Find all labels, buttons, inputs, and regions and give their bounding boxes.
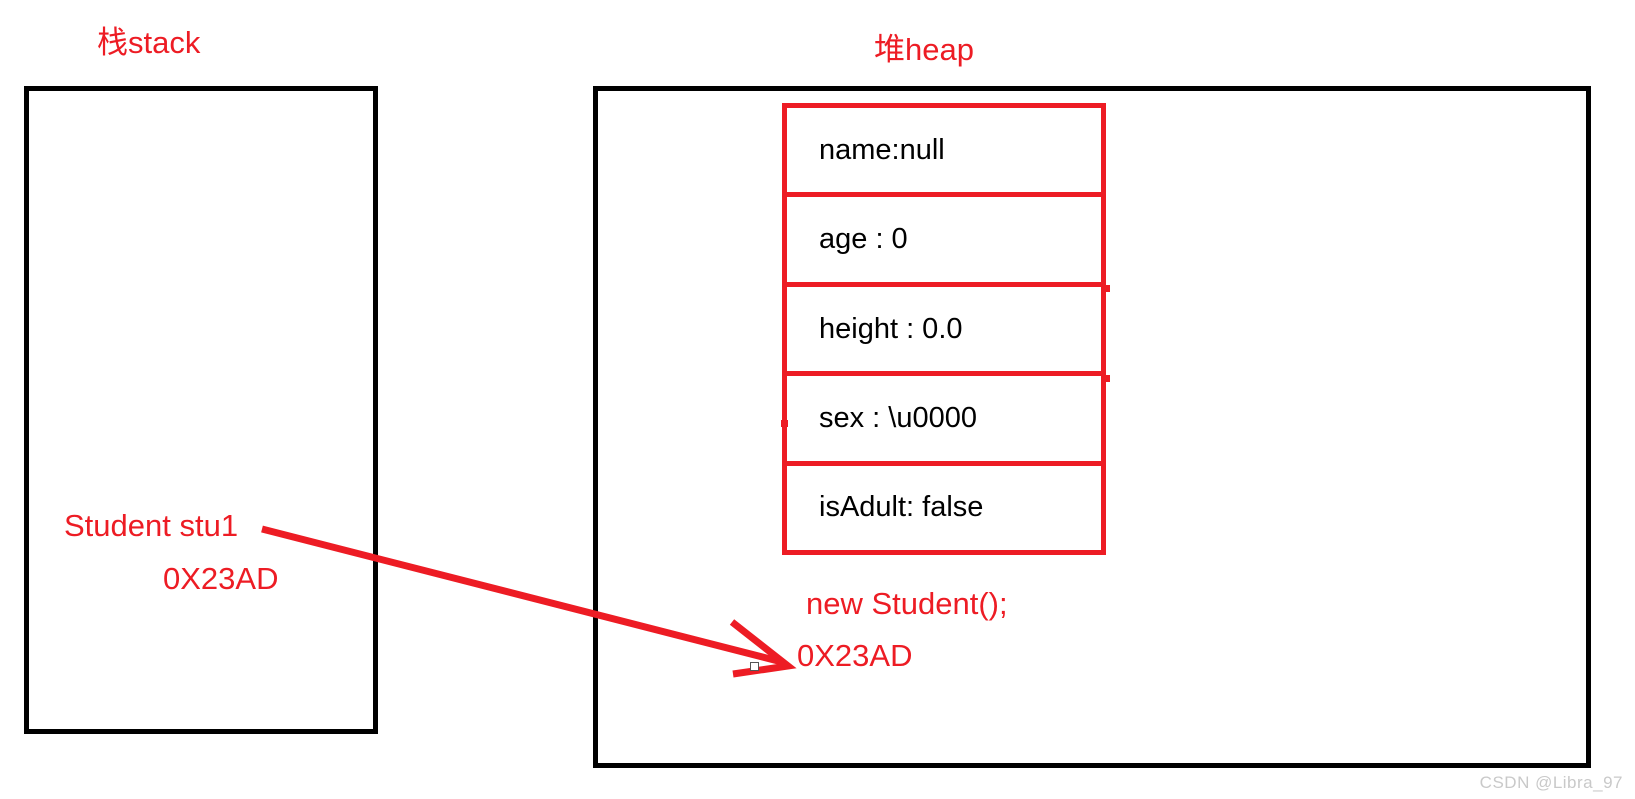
table-handle-nub	[781, 420, 788, 427]
heap-region-title: 堆heap	[874, 32, 974, 67]
stack-variable-address: 0X23AD	[163, 561, 279, 596]
heap-new-expression-label: new Student();	[806, 586, 1008, 621]
object-field-row: age : 0	[787, 197, 1101, 287]
heap-object-address: 0X23AD	[797, 638, 913, 673]
arrow-tip-handle	[750, 662, 759, 671]
watermark-text: CSDN @Libra_97	[1479, 773, 1623, 792]
table-handle-nub	[1103, 285, 1110, 292]
object-field-row: isAdult: false	[819, 491, 984, 524]
object-field-table: name:null age : 0 height : 0.0 sex : \u0…	[782, 103, 1106, 555]
stack-region-title: 栈stack	[97, 25, 201, 60]
stack-variable-label: Student stu1	[64, 508, 239, 543]
object-field-row: height : 0.0	[787, 287, 1101, 377]
object-field-row: sex : \u0000	[787, 376, 1101, 466]
table-handle-nub	[1103, 375, 1110, 382]
stack-memory-box	[24, 86, 378, 734]
heap-memory-box	[593, 86, 1591, 768]
object-field-row: name:null	[787, 108, 1101, 198]
